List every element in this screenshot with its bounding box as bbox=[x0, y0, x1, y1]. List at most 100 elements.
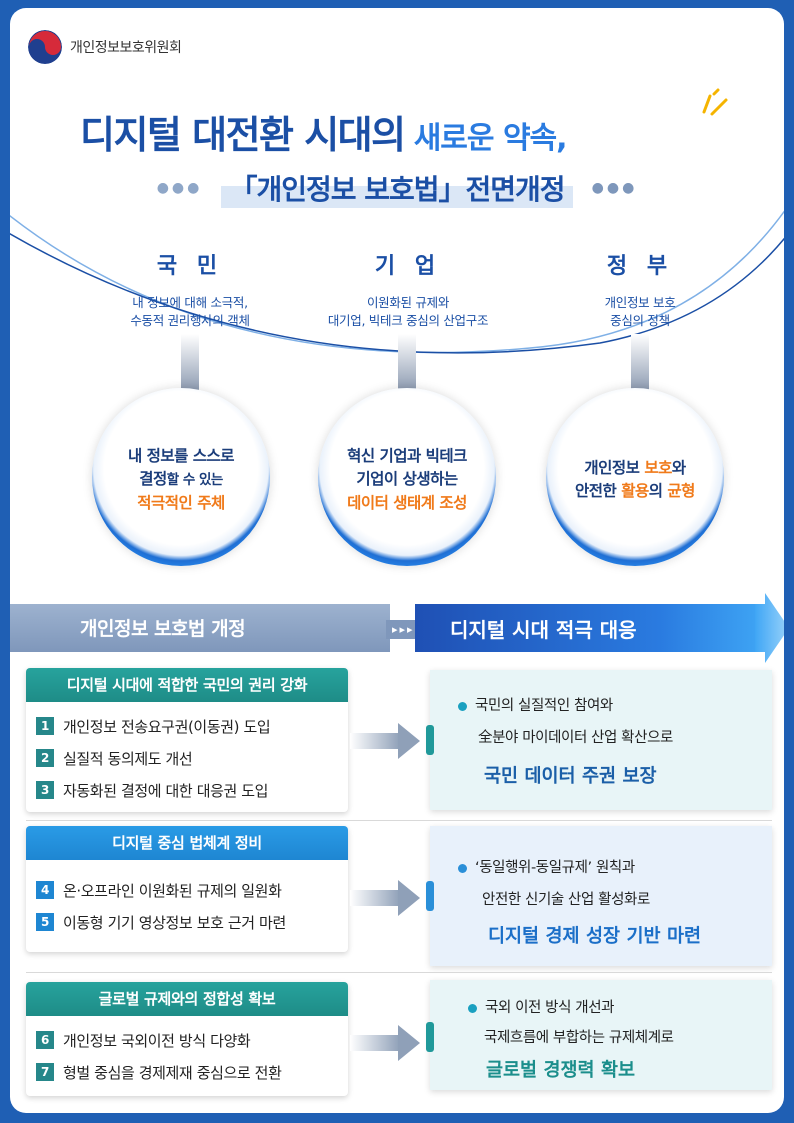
circle-line: 내 정보를 스스로 bbox=[127, 447, 235, 466]
result-highlight: 디지털 경제 성장 기반 마련 bbox=[488, 926, 701, 947]
law-box-heading: 디지털 중심 법체계 정비 bbox=[26, 826, 348, 860]
circle-text: 혁신 기업과 빅테크 기업이 상생하는 데이터 생태계 조성 bbox=[318, 388, 496, 566]
column-desc-line: 중심의 정책 bbox=[610, 313, 670, 329]
result-line: 안전한 신기술 산업 활성화로 bbox=[482, 892, 650, 908]
result-highlight: 국민 데이터 주권 보장 bbox=[484, 766, 657, 787]
circle-line: 적극적인 주체 bbox=[137, 493, 225, 512]
subtitle: 「개인정보 보호법」전면개정 bbox=[221, 168, 573, 208]
circle-word: 안전한 bbox=[575, 482, 622, 500]
law-item-text: 이동형 기기 영상정보 보호 근거 마련 bbox=[63, 913, 286, 932]
bar-separator-icon: ▸▸▸ bbox=[386, 620, 421, 639]
result-box-digital-economy: ‘동일행위-동일규제’ 원칙과 안전한 신기술 산업 활성화로 디지털 경제 성… bbox=[426, 826, 772, 966]
headline: 디지털 대전환 시대의 새로운 약속, bbox=[80, 104, 568, 159]
circle-government: 개인정보 보호와 안전한 활용의 균형 bbox=[546, 388, 724, 566]
headline-main: 디지털 대전환 시대의 bbox=[80, 113, 406, 157]
arrow-right-icon bbox=[350, 723, 420, 759]
column-government: 정 부 개인정보 보호 중심의 정책 bbox=[530, 248, 750, 330]
arrow-right-icon bbox=[755, 593, 784, 663]
circle-word: 의 bbox=[648, 482, 668, 500]
item-number: 6 bbox=[36, 1031, 54, 1049]
column-desc-line: 대기업, 빅테크 중심의 산업구조 bbox=[327, 313, 489, 329]
result-box-global-competitiveness: 국외 이전 방식 개선과 국제흐름에 부합하는 규제체계로 글로벌 경쟁력 확보 bbox=[426, 980, 772, 1090]
bullet-icon bbox=[468, 1003, 477, 1013]
result-text: 국민의 실질적인 참여와 bbox=[475, 698, 613, 714]
arrow-right-icon bbox=[350, 880, 420, 916]
dots-decoration: ●●● bbox=[156, 180, 203, 196]
divider bbox=[26, 820, 772, 821]
result-tab bbox=[426, 725, 434, 755]
circle-text: 내 정보를 스스로 결정할 수 있는 적극적인 주체 bbox=[92, 388, 270, 566]
column-enterprise: 기 업 이원화된 규제와 대기업, 빅테크 중심의 산업구조 bbox=[298, 248, 518, 330]
column-citizen: 국 민 내 정보에 대해 소극적, 수동적 권리행사의 객체 bbox=[80, 248, 300, 330]
bullet-icon bbox=[458, 863, 467, 873]
item-number: 1 bbox=[36, 717, 54, 735]
circle-citizen: 내 정보를 스스로 결정할 수 있는 적극적인 주체 bbox=[92, 388, 270, 566]
column-title: 기 업 bbox=[374, 254, 442, 279]
law-item-text: 자동화된 결정에 대한 대응권 도입 bbox=[63, 781, 269, 800]
item-number: 2 bbox=[36, 749, 54, 767]
result-box-data-sovereignty: 국민의 실질적인 참여와 全분야 마이데이터 산업 확산으로 국민 데이터 주권… bbox=[426, 670, 772, 810]
column-desc-line: 이원화된 규제와 bbox=[366, 295, 450, 310]
org-header: 개인정보보호위원회 bbox=[28, 30, 182, 64]
circle-word: 결정 bbox=[139, 470, 167, 489]
column-desc: 개인정보 보호 중심의 정책 bbox=[530, 294, 750, 330]
result-line: 국외 이전 방식 개선과 bbox=[468, 996, 614, 1017]
circle-line: 안전한 활용의 균형 bbox=[575, 480, 695, 503]
result-text: ‘동일행위-동일규제’ 원칙과 bbox=[475, 860, 635, 876]
law-item: 1 개인정보 전송요구권(이동권) 도입 bbox=[36, 710, 338, 742]
bullet-icon bbox=[458, 701, 467, 711]
section-bar-right bbox=[415, 604, 765, 652]
circle-word: 와 bbox=[671, 458, 686, 477]
item-number: 5 bbox=[36, 913, 54, 931]
section-bar-left bbox=[10, 604, 390, 652]
arrow-right-icon bbox=[350, 1025, 420, 1061]
item-number: 4 bbox=[36, 881, 54, 899]
circle-word: 균형 bbox=[667, 482, 695, 500]
law-item: 3 자동화된 결정에 대한 대응권 도입 bbox=[36, 774, 338, 806]
column-desc-line: 수동적 권리행사의 객체 bbox=[130, 313, 250, 329]
result-text: 국외 이전 방식 개선과 bbox=[485, 1000, 615, 1016]
circle-text: 개인정보 보호와 안전한 활용의 균형 bbox=[546, 388, 724, 566]
sparkle-icon bbox=[702, 88, 728, 116]
circle-word: 보호 bbox=[644, 458, 672, 477]
item-number: 7 bbox=[36, 1063, 54, 1081]
headline-sub: 새로운 약속, bbox=[413, 121, 568, 156]
column-title: 정 부 bbox=[606, 254, 674, 279]
circle-line: 데이터 생태계 조성 bbox=[347, 493, 467, 512]
column-desc-line: 개인정보 보호 bbox=[604, 295, 676, 310]
law-box-rights: 디지털 시대에 적합한 국민의 권리 강화 1 개인정보 전송요구권(이동권) 도… bbox=[26, 668, 348, 812]
law-item: 5 이동형 기기 영상정보 보호 근거 마련 bbox=[36, 906, 338, 938]
circle-line: 개인정보 보호와 bbox=[584, 457, 686, 480]
column-desc: 내 정보에 대해 소극적, 수동적 권리행사의 객체 bbox=[80, 294, 300, 330]
result-tab bbox=[426, 881, 434, 911]
law-box-heading: 디지털 시대에 적합한 국민의 권리 강화 bbox=[26, 668, 348, 702]
circle-line: 기업이 상생하는 bbox=[356, 470, 458, 489]
circle-line: 결정할 수 있는 bbox=[139, 468, 223, 491]
circle-line: 혁신 기업과 빅테크 bbox=[347, 447, 467, 466]
item-number: 3 bbox=[36, 781, 54, 799]
subtitle-row: ●●● 「개인정보 보호법」전면개정 ●●● bbox=[10, 168, 784, 208]
result-tab bbox=[426, 1022, 434, 1052]
column-desc-line: 내 정보에 대해 소극적, bbox=[132, 295, 248, 310]
org-name: 개인정보보호위원회 bbox=[70, 40, 182, 56]
result-line: 국민의 실질적인 참여와 bbox=[458, 694, 613, 715]
law-box-heading: 글로벌 규제와의 정합성 확보 bbox=[26, 982, 348, 1016]
column-desc: 이원화된 규제와 대기업, 빅테크 중심의 산업구조 bbox=[298, 294, 518, 330]
taegeuk-icon bbox=[28, 30, 62, 64]
section-bar-right-title: 디지털 시대 적극 대응 bbox=[450, 618, 637, 642]
circle-enterprise: 혁신 기업과 빅테크 기업이 상생하는 데이터 생태계 조성 bbox=[318, 388, 496, 566]
arc-decoration bbox=[10, 210, 784, 354]
result-highlight: 글로벌 경쟁력 확보 bbox=[486, 1060, 636, 1081]
result-line: 全분야 마이데이터 산업 확산으로 bbox=[478, 730, 673, 746]
circle-word: 할 수 있는 bbox=[166, 472, 224, 489]
law-item-text: 개인정보 전송요구권(이동권) 도입 bbox=[63, 717, 271, 736]
